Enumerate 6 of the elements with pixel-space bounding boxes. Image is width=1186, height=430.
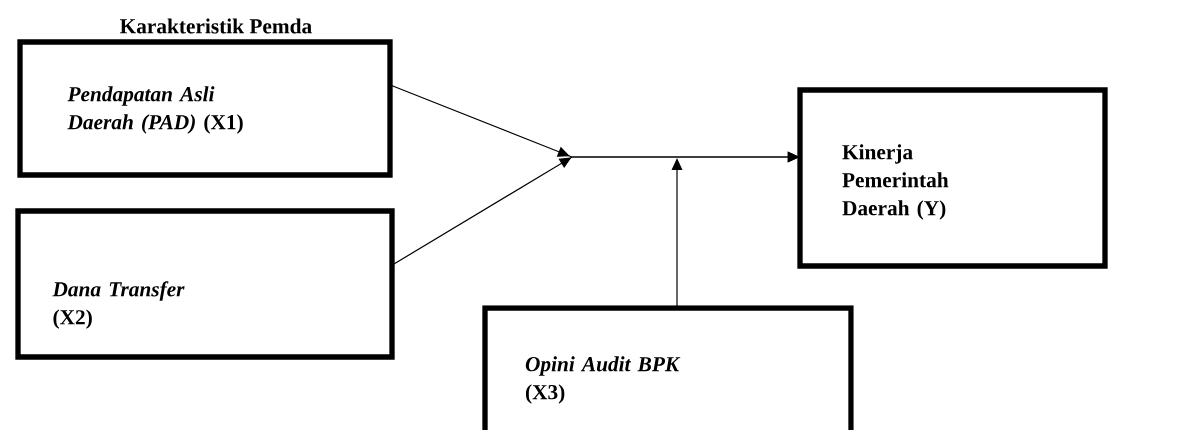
variable-box: Opini Audit BPK (X3)	[482, 305, 854, 430]
variable-box: Dana Transfer (X2)	[15, 208, 395, 360]
arrow	[671, 158, 683, 309]
variable-box: Pendapatan Asli Daerah (PAD) (X1)	[17, 39, 393, 178]
heading: Karakteristik Pemda	[119, 18, 312, 34]
variable-box: Kinerja Pemerintah Daerah (Y)	[797, 87, 1108, 269]
